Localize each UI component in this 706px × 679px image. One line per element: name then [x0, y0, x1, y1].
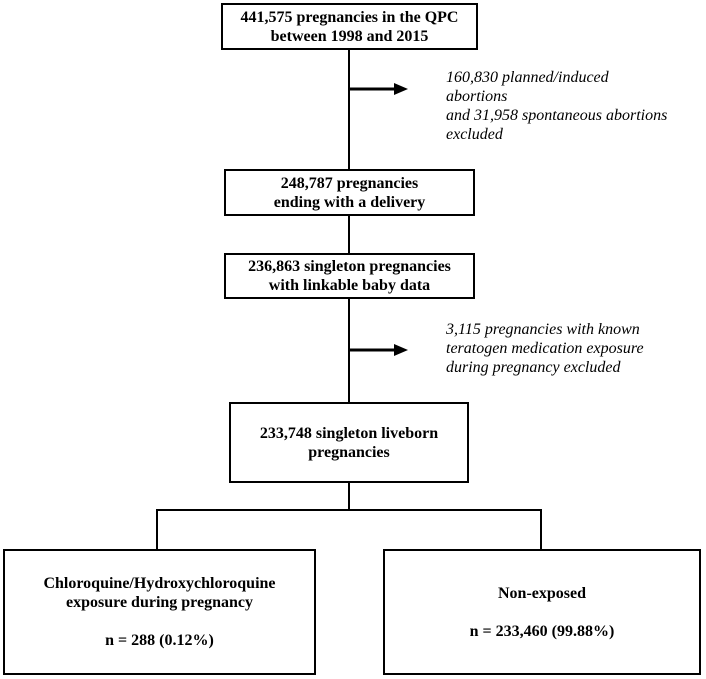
- note-abortions-excluded: 160,830 planned/induced abortions and 31…: [446, 68, 667, 144]
- connector-branch-right: [540, 509, 542, 549]
- box-exposed-line1: Chloroquine/Hydroxychloroquine: [43, 575, 276, 592]
- note-abortions-line1: 160,830 planned/induced: [446, 69, 609, 86]
- box-liveborn: 233,748 singleton liveborn pregnancies: [229, 402, 469, 483]
- box-exposed-count: n = 288 (0.12%): [105, 632, 214, 649]
- note-teratogen-line3: during pregnancy excluded: [446, 359, 621, 376]
- connector-branch-horizontal: [156, 509, 542, 511]
- box-delivery-line2: ending with a delivery: [273, 193, 426, 211]
- box-total-line1: 441,575 pregnancies in the QPC: [240, 8, 459, 26]
- arrow-teratogen-exclusion: [349, 344, 408, 356]
- box-liveborn-line1: 233,748 singleton liveborn: [259, 424, 439, 442]
- box-delivery: 248,787 pregnancies ending with a delive…: [224, 169, 475, 216]
- connector-branch-left: [156, 509, 158, 549]
- note-teratogen-line2: teratogen medication exposure: [446, 340, 644, 357]
- box-nonexposed-label: Non-exposed: [497, 584, 586, 602]
- arrow-abortions-exclusion: [349, 83, 408, 95]
- connector-delivery-to-singleton: [348, 215, 350, 253]
- box-singleton-line1: 236,863 singleton pregnancies: [248, 258, 451, 275]
- note-abortions-line4: excluded: [446, 126, 503, 143]
- box-nonexposed-count: n = 233,460 (99.88%): [469, 622, 615, 640]
- note-teratogen-excluded: 3,115 pregnancies with known teratogen m…: [446, 320, 644, 377]
- box-delivery-line1: 248,787 pregnancies: [280, 174, 419, 192]
- connector-liveborn-stem: [348, 482, 350, 510]
- note-abortions-line3: and 31,958 spontaneous abortions: [446, 107, 668, 124]
- box-exposed: Chloroquine/Hydroxychloroquine exposure …: [3, 549, 316, 675]
- box-nonexposed: Non-exposed n = 233,460 (99.88%): [383, 549, 701, 675]
- box-total-line2: between 1998 and 2015: [270, 27, 429, 45]
- box-liveborn-line2: pregnancies: [308, 443, 390, 461]
- note-abortions-line2: abortions: [446, 88, 508, 105]
- box-singleton-line2: with linkable baby data: [268, 277, 431, 294]
- connector-total-to-delivery: [348, 48, 350, 169]
- box-exposed-line2: exposure during pregnancy: [66, 594, 253, 611]
- box-singleton: 236,863 singleton pregnancies with linka…: [224, 253, 475, 299]
- note-teratogen-line1: 3,115 pregnancies with known: [446, 321, 640, 338]
- box-total-pregnancies: 441,575 pregnancies in the QPC between 1…: [221, 3, 478, 50]
